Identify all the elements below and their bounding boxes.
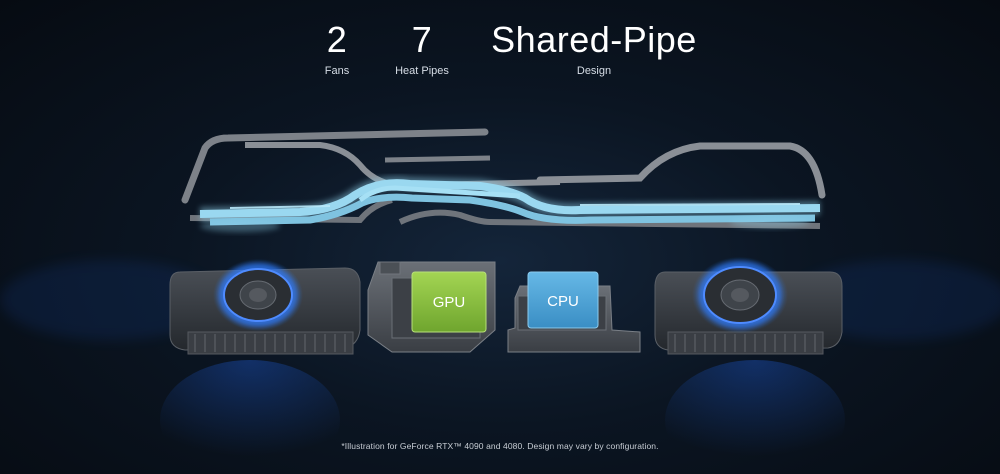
airflow-glow-left [0,260,340,474]
stat-heat-pipes-value: 7 [411,19,433,60]
disclaimer-text: *Illustration for GeForce RTX™ 4090 and … [341,441,659,451]
fan-icon [169,259,361,355]
stat-fans-label: Fans [324,65,350,77]
stat-design: Shared-Pipe Design [488,18,700,78]
airflow-glow-right [665,260,1000,474]
stat-design-value: Shared-Pipe [491,19,697,60]
fan-icon [654,257,843,355]
heat-pipe-icon [181,128,826,232]
cpu-label: CPU [547,293,579,310]
stat-design-label: Design [576,65,612,77]
gpu-chip-icon: GPU [367,261,496,353]
stat-heat-pipes: 7 Heat Pipes [382,18,462,78]
stat-heat-pipes-label: Heat Pipes [395,65,449,77]
gpu-label: GPU [433,294,466,311]
cpu-chip-icon: CPU [507,271,641,353]
stat-fans-value: 2 [326,19,348,60]
stat-fans: 2 Fans [307,18,367,78]
stats-row: 2 Fans 7 Heat Pipes Shared-Pipe Design [0,18,1000,88]
